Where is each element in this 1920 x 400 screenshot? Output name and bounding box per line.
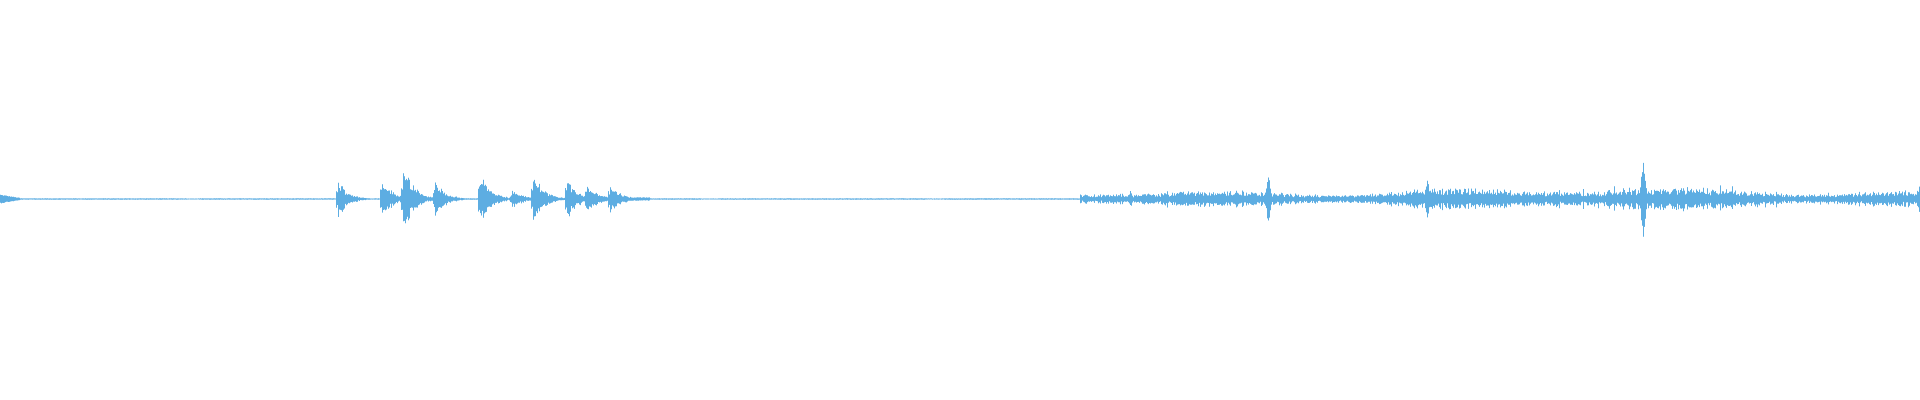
waveform-path bbox=[0, 162, 1920, 237]
